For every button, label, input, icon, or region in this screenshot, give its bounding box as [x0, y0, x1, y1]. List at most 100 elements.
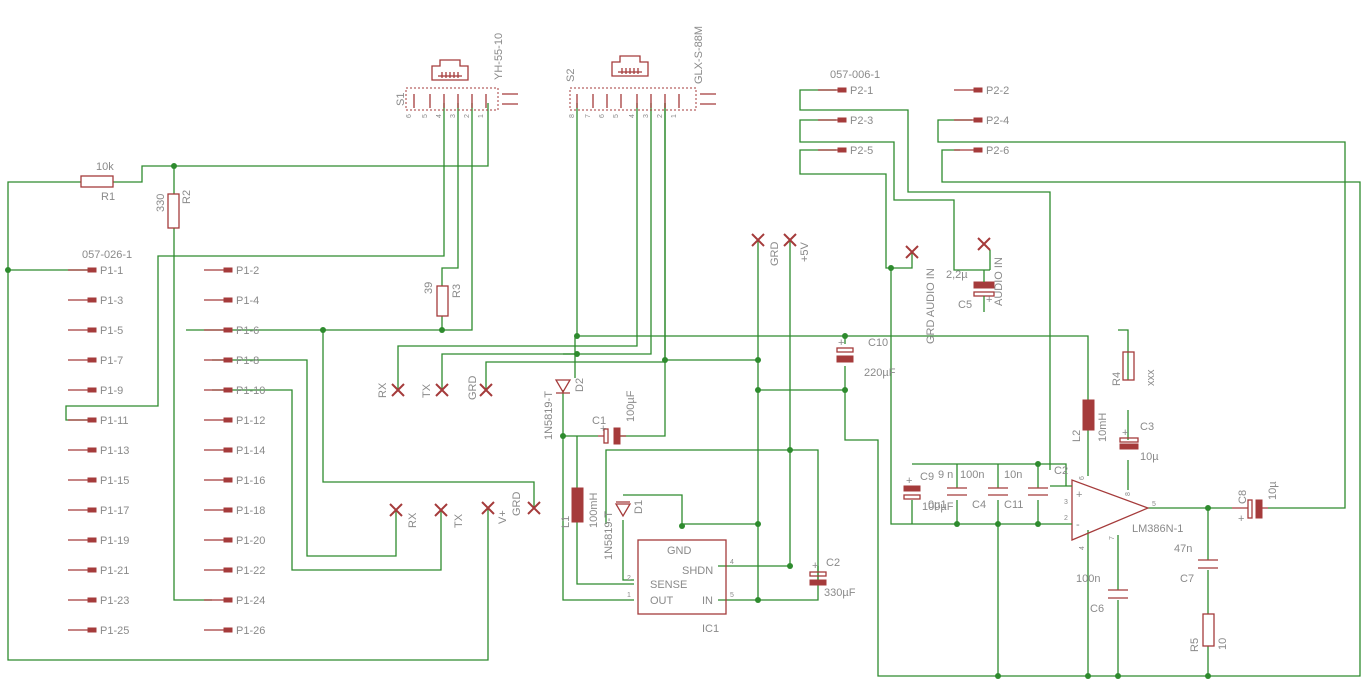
net-plus5v: +5V	[799, 241, 811, 262]
capacitor-c9: + C9 9 n 0µ1 100µF	[903, 469, 954, 513]
ic1-out-label: OUT	[650, 595, 674, 607]
capacitor-c1: + C1 100µF	[592, 390, 637, 445]
header-pin-pad	[223, 597, 233, 603]
svg-text:+: +	[838, 337, 844, 349]
header-pin-pad	[223, 327, 233, 333]
c9-ref: C9	[920, 471, 934, 483]
d2-ref: D2	[574, 378, 586, 392]
net-tx-top: TX	[421, 383, 433, 398]
header-pin-pad	[223, 267, 233, 273]
header-pin-pad	[223, 537, 233, 543]
header-pin-label: P1-12	[236, 415, 265, 427]
x-marker-plus5v	[783, 233, 797, 247]
c3-ref: C3	[1140, 421, 1154, 433]
header-pin-label: P2-2	[986, 85, 1009, 97]
c10-ref: C10	[868, 337, 888, 349]
header-pin-pad	[87, 507, 97, 513]
svg-text:+: +	[906, 475, 912, 487]
inductor-l2: L2 10mH	[1071, 399, 1109, 442]
amp-minus: -	[1076, 519, 1080, 531]
header-pin-label: P1-15	[100, 475, 129, 487]
c8-ref: C8	[1237, 490, 1249, 504]
header-pin-label: P1-5	[100, 325, 123, 337]
x-marker-rx-top	[391, 383, 405, 397]
capacitor-c3: + C3 10µ	[1119, 421, 1159, 463]
header-pin-pad	[837, 117, 847, 123]
c6-ref: C6	[1090, 603, 1104, 615]
s1-pin: 3	[450, 114, 457, 118]
header-pin-pad	[87, 327, 97, 333]
header-p2: 057-006-1 P2-1P2-3P2-5 P2-2P2-4P2-6	[818, 69, 1009, 157]
capacitor-c11: 10n C11	[1004, 469, 1048, 511]
s1-pin: 5	[422, 114, 429, 118]
header-pin-label: P1-3	[100, 295, 123, 307]
header-pin-pad	[87, 357, 97, 363]
x-marker-audio-in	[977, 237, 991, 251]
r4-value: xxx	[1145, 369, 1157, 386]
s1-pin: 2	[464, 114, 471, 118]
s1-type: YH-55-10	[493, 33, 505, 80]
d1-type: 1N5819-T	[603, 511, 615, 560]
c1-ref: C1	[592, 415, 606, 427]
r3-value: 39	[423, 282, 435, 294]
svg-text:+: +	[600, 423, 606, 435]
header-pin-pad	[223, 507, 233, 513]
net-tx-mid: TX	[453, 513, 465, 528]
header-pin-pad	[973, 87, 983, 93]
s2-pin: 6	[599, 114, 606, 118]
ic1-shdn-label: SHDN	[682, 565, 713, 577]
capacitor-c4: 100n C4	[947, 469, 986, 511]
header-pin-label: P1-6	[236, 325, 259, 337]
c4-value: 100n	[960, 469, 984, 481]
net-grd-top: GRD	[467, 376, 479, 401]
resistor-r4: R4 xxx	[1111, 351, 1157, 386]
l1-value: 100mH	[588, 492, 600, 528]
header-pin-pad	[87, 537, 97, 543]
amp-pin: 8	[1125, 492, 1132, 496]
svg-text:+: +	[1122, 427, 1128, 439]
c3-value: 10µ	[1140, 451, 1159, 463]
header-pin-label: P1-11	[100, 415, 129, 427]
r3-ref: R3	[451, 284, 463, 298]
x-marker-grd-audio	[905, 245, 919, 259]
c2-value: 330µF	[824, 587, 856, 599]
diode-d1: 1N5819-T D1	[603, 500, 645, 560]
amp-pin: 4	[1079, 546, 1086, 550]
ic1: GND SHDN SENSE OUT IN 2 1 4 5 IC1	[627, 539, 734, 635]
ic1-sense-label: SENSE	[650, 579, 687, 591]
s2-pin: 8	[569, 114, 576, 118]
header-pin-label: P1-26	[236, 625, 265, 637]
header-pin-label: P2-1	[850, 85, 873, 97]
header-pin-pad	[87, 387, 97, 393]
c2b-ref: C2	[1054, 465, 1068, 477]
r1-value: 10k	[96, 161, 114, 173]
s2-type: GLX-S-88M	[693, 26, 705, 84]
ic1-in-label: IN	[702, 595, 713, 607]
c10-value: 220µF	[864, 367, 896, 379]
r5-value: 10	[1217, 638, 1229, 650]
capacitor-c10: + C10 220µF	[836, 337, 896, 379]
amp-plus: +	[1076, 489, 1082, 501]
s1-pin: 6	[406, 114, 413, 118]
c8-value: 10µ	[1267, 481, 1279, 500]
p1-right-pins: P1-2P1-4P1-6P1-8P1-10P1-12P1-14P1-16P1-1…	[204, 265, 265, 637]
r2-ref: R2	[181, 190, 193, 204]
c6-value: 100n	[1076, 573, 1100, 585]
x-marker-grd-top	[479, 383, 493, 397]
header-pin-label: P1-7	[100, 355, 123, 367]
s2-pin: 3	[643, 114, 650, 118]
c5-value: 2,2µ	[946, 269, 968, 281]
c7-ref: C7	[1180, 573, 1194, 585]
d1-ref: D1	[633, 500, 645, 514]
svg-text:+: +	[812, 560, 818, 572]
resistor-r2: 330 R2	[155, 190, 193, 229]
svg-text:+: +	[986, 294, 992, 306]
header-pin-label: P1-19	[100, 535, 129, 547]
header-pin-pad	[223, 387, 233, 393]
s2-pin: 1	[671, 114, 678, 118]
header-pin-label: P1-21	[100, 565, 129, 577]
x-marker-tx-top	[435, 383, 449, 397]
s1-pin: 1	[478, 114, 485, 118]
header-pin-pad	[87, 597, 97, 603]
x-marker-grd-5v	[751, 233, 765, 247]
